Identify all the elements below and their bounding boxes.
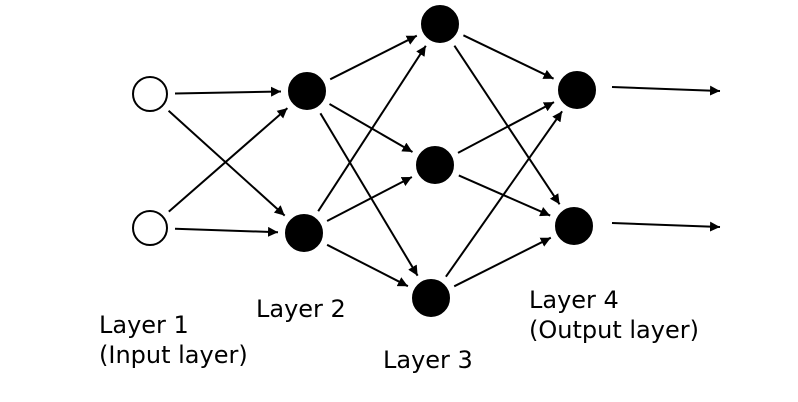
connection-arrow-l3n1-l4n1 xyxy=(462,34,555,80)
nodes xyxy=(132,5,596,317)
layer-3-label: Layer 3 xyxy=(383,345,473,375)
layer-1-node-1 xyxy=(132,76,168,112)
connection-arrow-l2n1-l3n3 xyxy=(319,112,419,277)
output-arrow-1 xyxy=(611,85,721,96)
layer-2-name: Layer 2 xyxy=(256,295,346,323)
connection-arrow-l2n2-l3n1 xyxy=(317,45,427,212)
layer-1-subtitle: (Input layer) xyxy=(99,341,248,369)
connections xyxy=(167,34,721,288)
layer-4-subtitle: (Output layer) xyxy=(529,316,699,344)
layer-4-node-2 xyxy=(555,207,593,245)
connection-arrow-l3n2-l4n2 xyxy=(458,174,551,217)
layer-3-name: Layer 3 xyxy=(383,346,473,374)
layer-2-label: Layer 2 xyxy=(256,294,346,324)
connection-arrow-l2n1-l3n2 xyxy=(328,103,414,153)
connection-arrow-l1n2-l2n1 xyxy=(168,107,289,213)
layer-2-node-1 xyxy=(288,72,326,110)
layer-3-node-2 xyxy=(416,146,454,184)
layer-1-name: Layer 1 xyxy=(99,311,189,339)
layer-3-node-3 xyxy=(412,279,450,317)
layer-4-name: Layer 4 xyxy=(529,286,619,314)
layer-4-node-1 xyxy=(558,71,596,109)
layer-2-node-2 xyxy=(285,214,323,252)
layer-3-node-1 xyxy=(421,5,459,43)
connection-arrow-l1n1-l2n2 xyxy=(167,110,286,217)
layer-1-label: Layer 1 (Input layer) xyxy=(99,310,248,370)
layer-4-label: Layer 4 (Output layer) xyxy=(529,285,699,345)
connection-arrow-l1n2-l2n2 xyxy=(174,226,279,237)
connection-arrow-l2n2-l3n3 xyxy=(326,243,409,288)
connection-arrow-l1n1-l2n1 xyxy=(174,86,282,97)
layer-1-node-2 xyxy=(132,210,168,246)
connection-arrow-l3n2-l4n1 xyxy=(457,101,555,154)
connection-arrow-l3n3-l4n1 xyxy=(445,110,563,278)
output-arrow-2 xyxy=(611,221,721,232)
connection-arrow-l2n2-l3n2 xyxy=(326,176,413,222)
connection-arrow-l2n1-l3n1 xyxy=(329,34,418,81)
connection-arrow-l3n1-l4n2 xyxy=(453,45,561,205)
connection-arrow-l3n3-l4n2 xyxy=(453,236,552,288)
